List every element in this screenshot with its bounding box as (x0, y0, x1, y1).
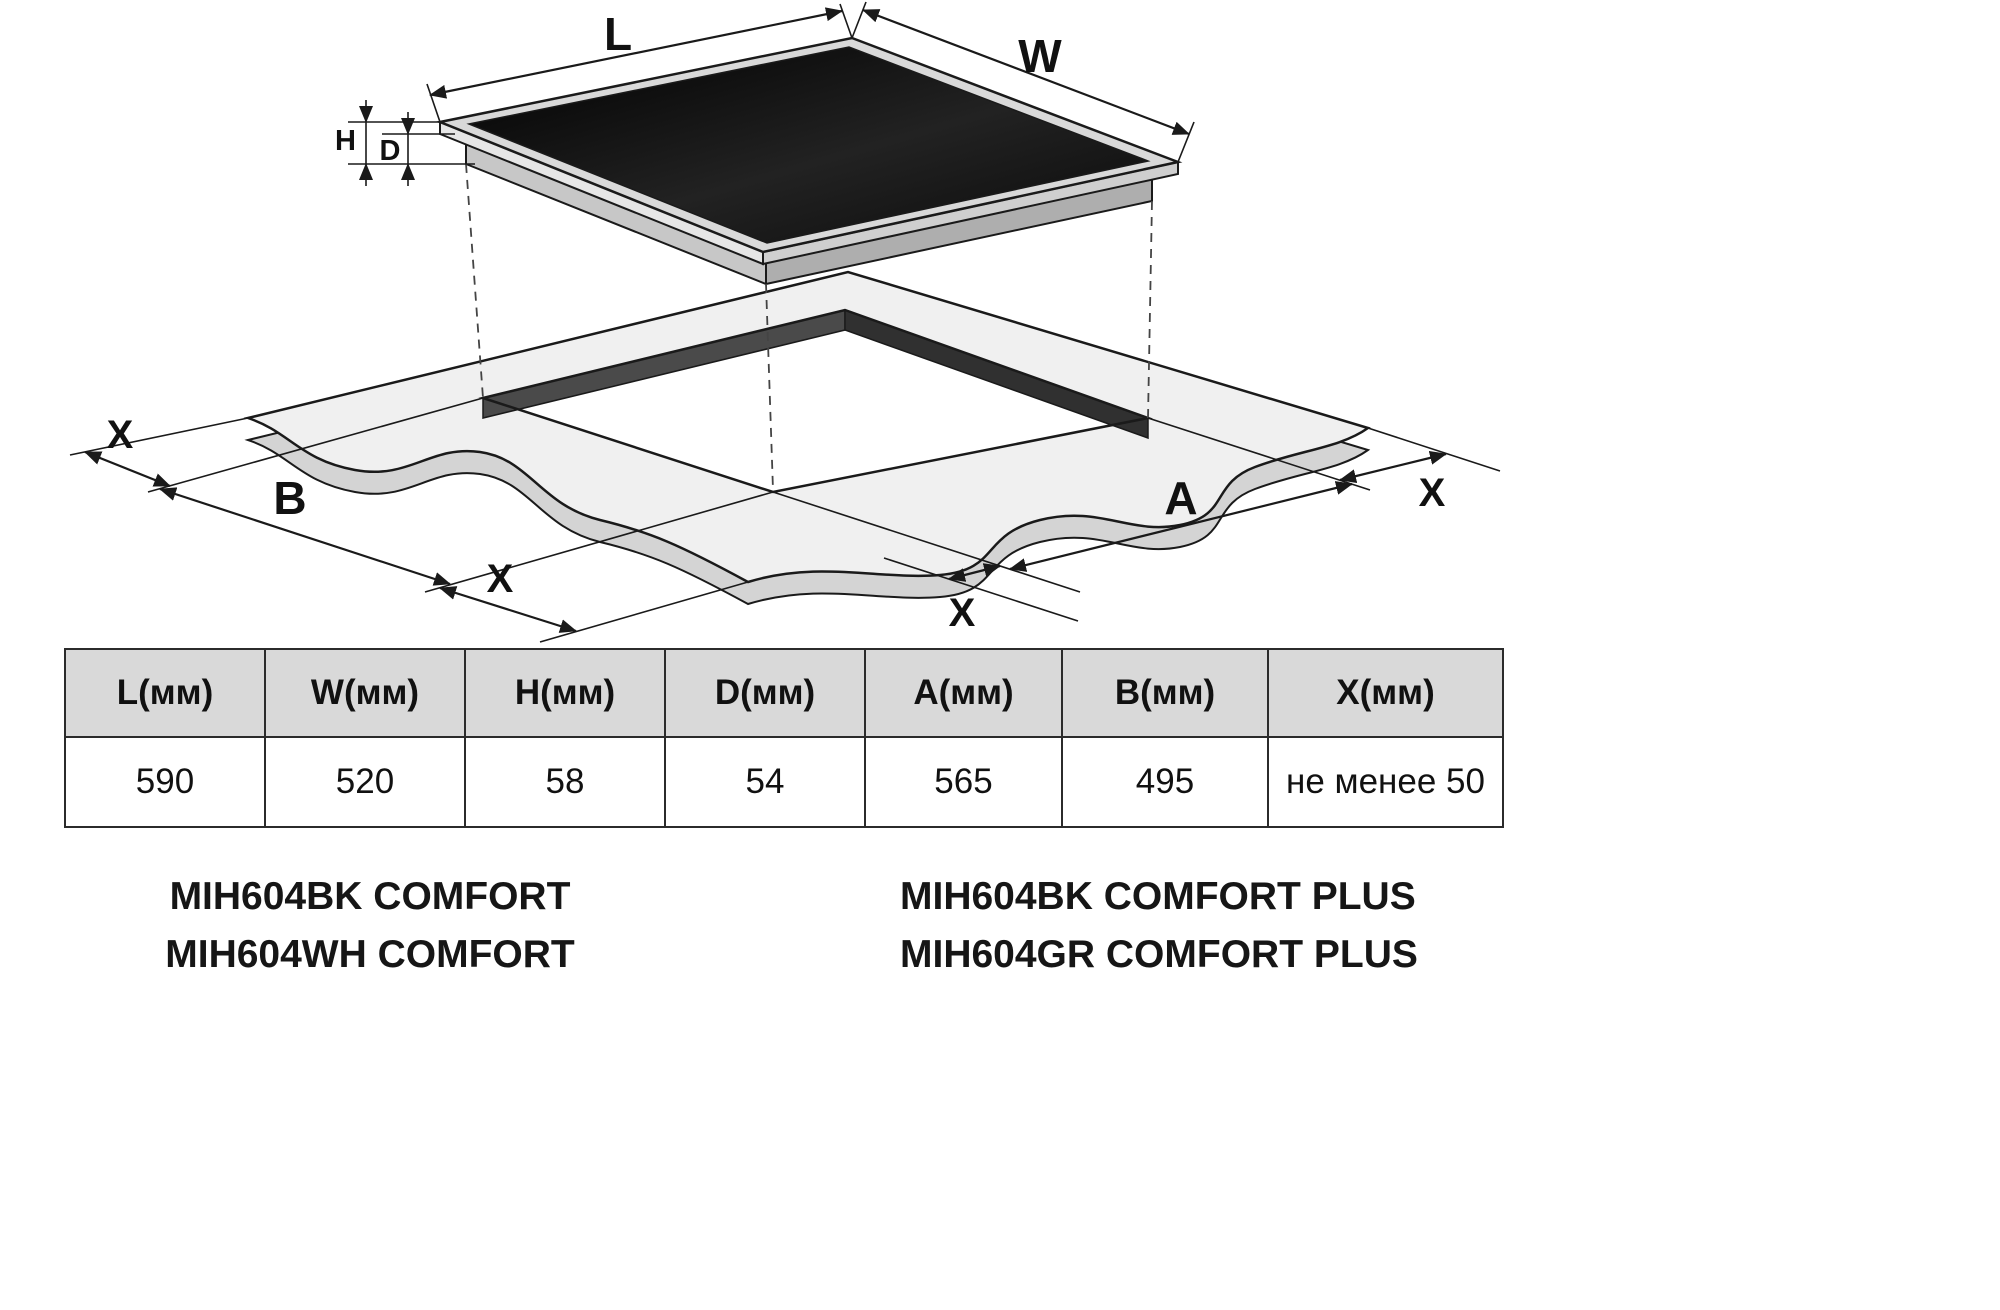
projection-line-right (1147, 200, 1153, 419)
dimension-A: A (1009, 417, 1371, 572)
projection-lines (465, 163, 1153, 491)
table-header-row: L(мм) W(мм) H(мм) D(мм) A(мм) B(мм) X(мм… (64, 648, 1504, 738)
table-header-D: D(мм) (664, 648, 866, 738)
dimension-X-right: X (1339, 427, 1501, 515)
cutout-hole (483, 310, 1148, 492)
projection-line-left (465, 163, 484, 399)
dimension-W: W (851, 1, 1195, 163)
model-name: MIH604WH COMFORT (165, 933, 575, 976)
model-name: MIH604BK COMFORT PLUS (900, 875, 1416, 918)
installation-diagram: L W H D X B X (69, 1, 1501, 643)
dimension-L: L (426, 3, 853, 123)
dimension-X-bottom-left: X (439, 557, 749, 643)
dimension-H-D: H D (335, 100, 475, 186)
dim-label-L: L (604, 8, 632, 60)
table-header-A: A(мм) (864, 648, 1063, 738)
model-name: MIH604GR COMFORT PLUS (900, 933, 1418, 976)
dimension-B: B (159, 472, 774, 593)
model-list-left: MIH604BK COMFORT MIH604WH COMFORT (160, 868, 580, 984)
table-value-row: 590 520 58 54 565 495 не менее 50 (64, 736, 1504, 828)
dim-label-A: A (1164, 472, 1197, 524)
dim-label-D: D (380, 135, 401, 167)
model-name: MIH604BK COMFORT (169, 875, 571, 918)
table-header-L: L(мм) (64, 648, 266, 738)
model-list-right: MIH604BK COMFORT PLUS MIH604GR COMFORT P… (900, 868, 1418, 984)
dim-label-x-left: X (107, 413, 134, 457)
table-header-X: X(мм) (1267, 648, 1504, 738)
cooktop (435, 36, 1183, 286)
dimensions-table: L(мм) W(мм) H(мм) D(мм) A(мм) B(мм) X(мм… (64, 648, 1504, 828)
dim-label-B: B (273, 472, 306, 524)
dim-label-W: W (1018, 30, 1062, 82)
table-value-H: 58 (464, 736, 666, 828)
table-header-H: H(мм) (464, 648, 666, 738)
dim-label-H: H (335, 125, 356, 157)
table-value-A: 565 (864, 736, 1063, 828)
worktop (246, 270, 1370, 605)
table-value-D: 54 (664, 736, 866, 828)
projection-line-front (765, 283, 774, 491)
dimension-X-bottom-center: X (772, 491, 1081, 635)
table-value-B: 495 (1061, 736, 1269, 828)
table-value-X: не менее 50 (1267, 736, 1504, 828)
table-value-L: 590 (64, 736, 266, 828)
table-header-B: B(мм) (1061, 648, 1269, 738)
dimension-X-left: X (69, 397, 484, 493)
dim-label-x-right: X (1419, 471, 1446, 515)
cutout-opening (478, 308, 1153, 494)
table-value-W: 520 (264, 736, 466, 828)
dim-label-x-bottom-center: X (949, 591, 976, 635)
dim-label-x-bottom-left: X (487, 557, 514, 601)
table-header-W: W(мм) (264, 648, 466, 738)
